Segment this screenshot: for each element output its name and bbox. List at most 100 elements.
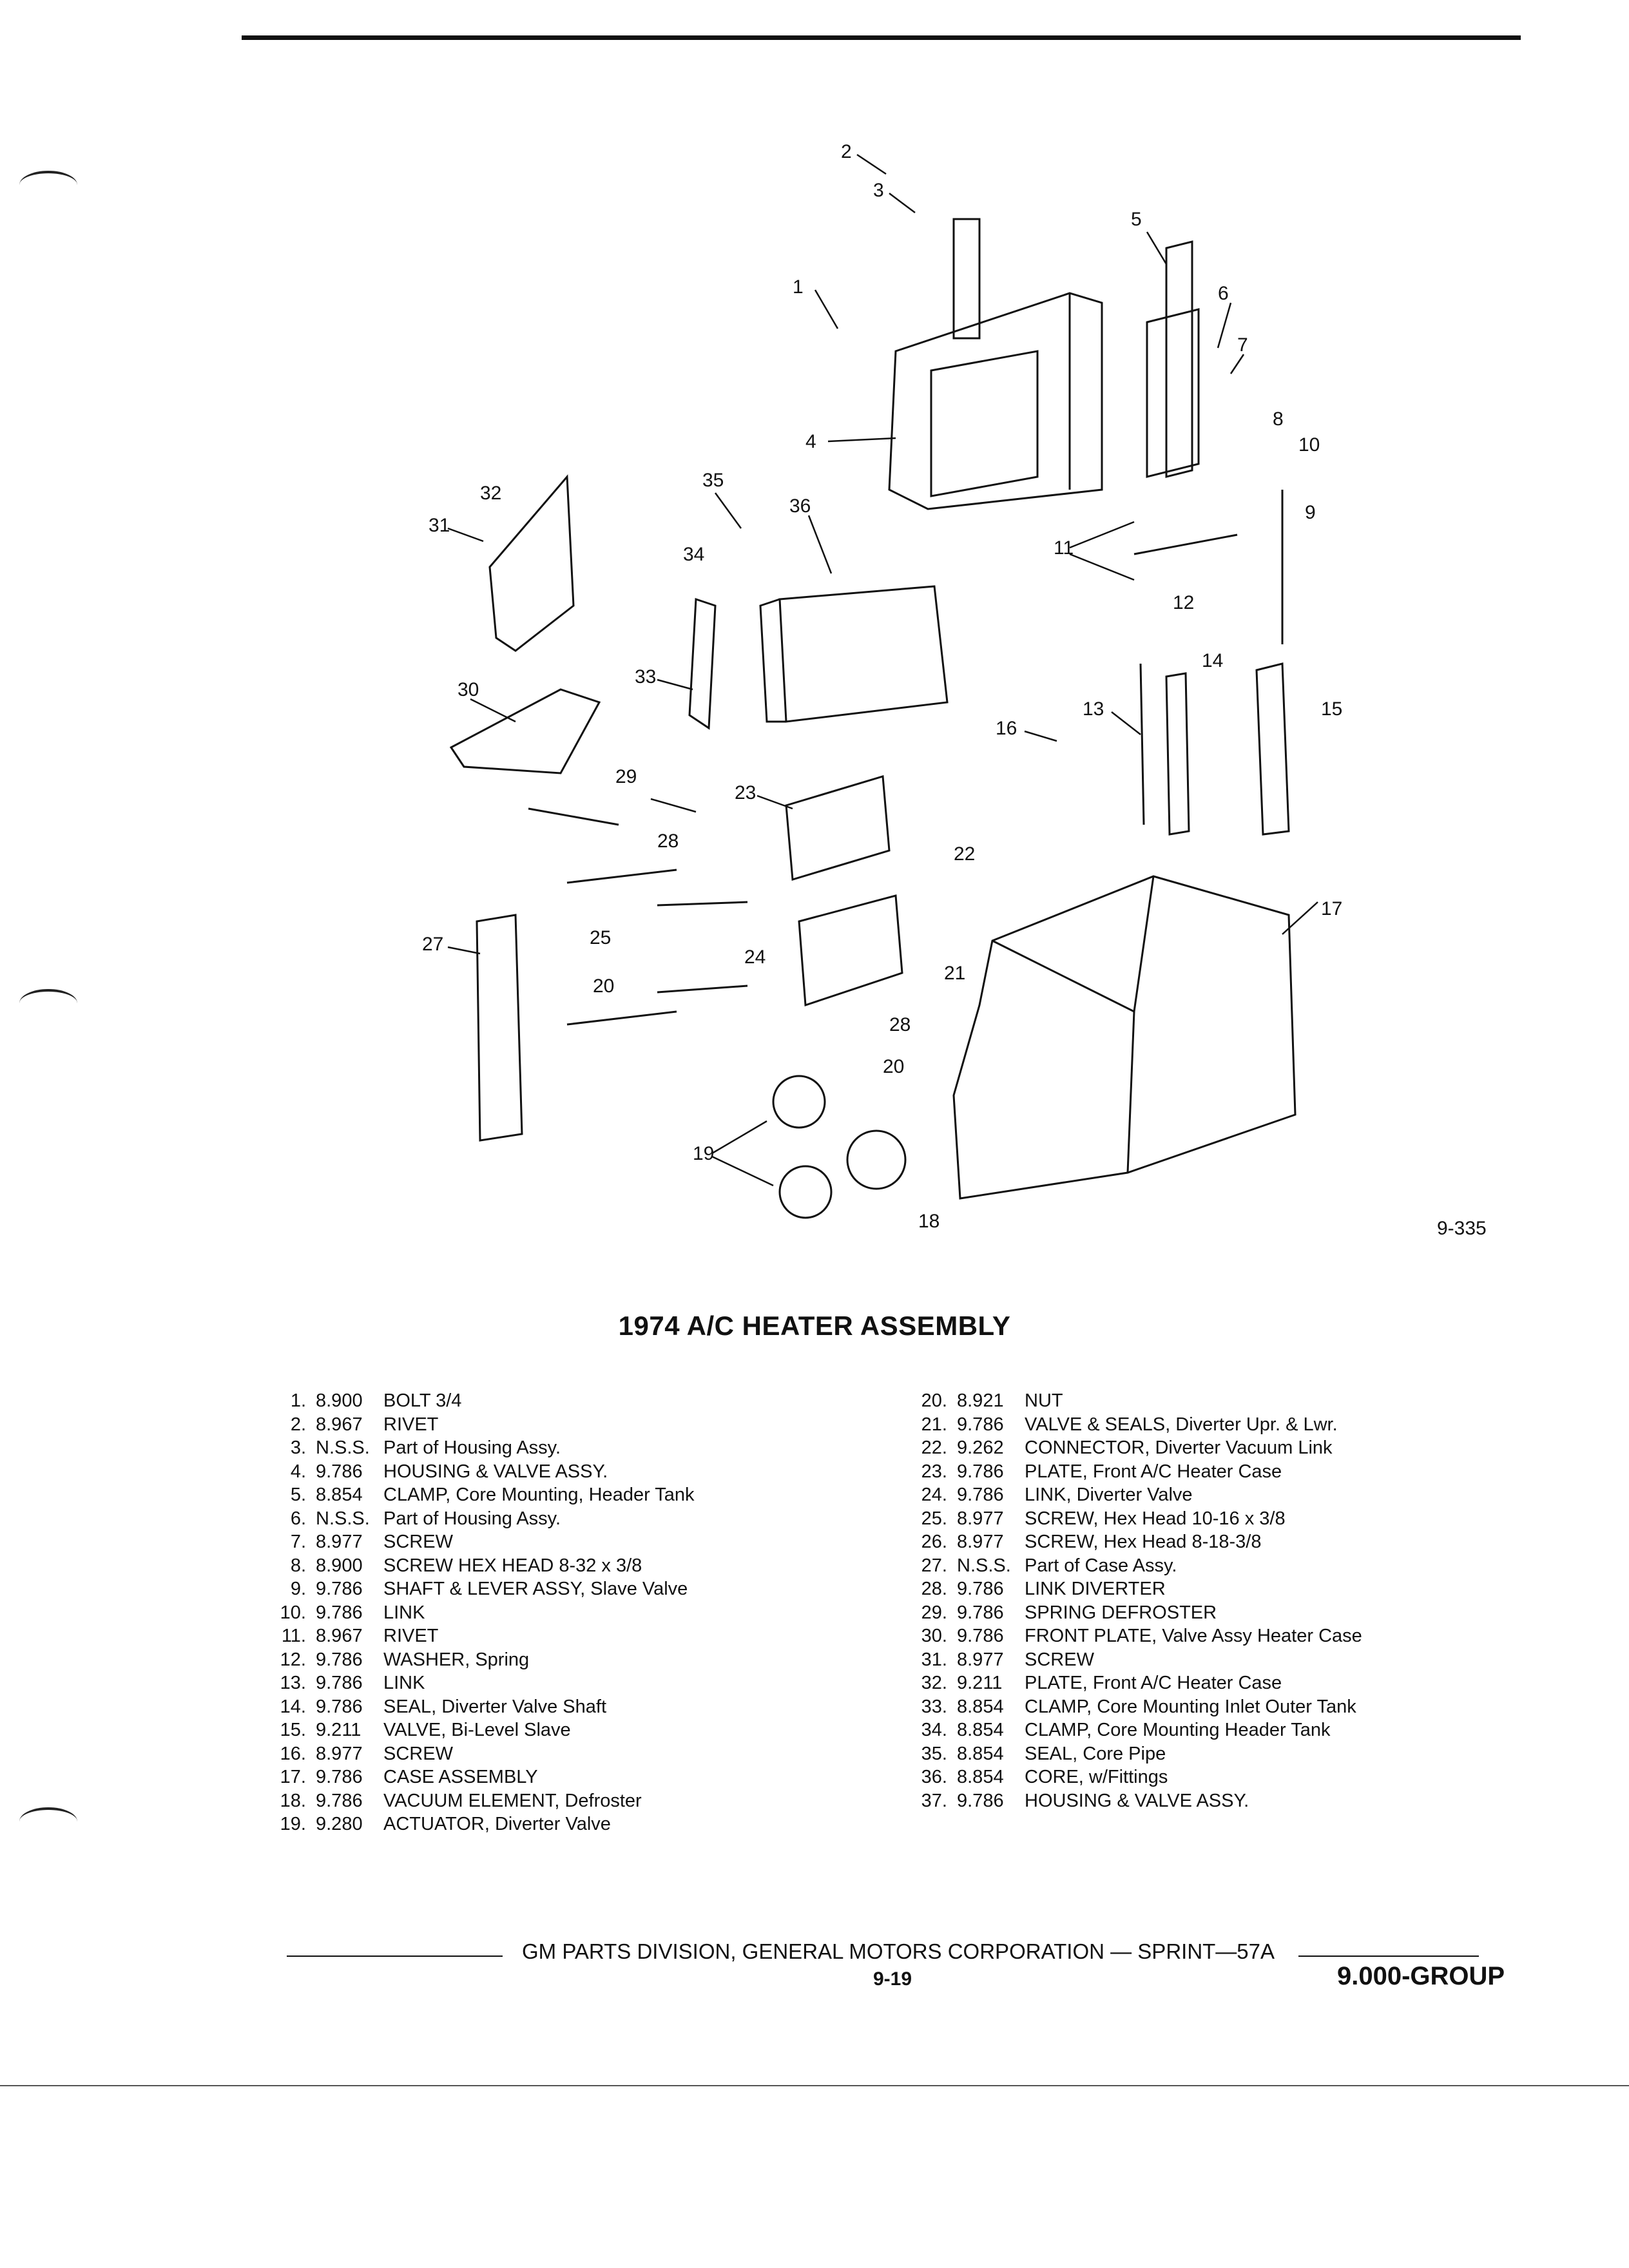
clamp-wire-drawing	[688, 597, 717, 730]
list-item: 27.N.S.S.Part of Case Assy.	[921, 1555, 1177, 1576]
clamp-drawing	[1146, 240, 1200, 478]
callout: 1	[793, 276, 804, 298]
exploded-parts-diagram	[449, 218, 1296, 1219]
callout: 12	[1173, 592, 1194, 613]
callout: 13	[1083, 698, 1104, 720]
footer-publisher: GM PARTS DIVISION, GENERAL MOTORS CORPOR…	[522, 1939, 1275, 1963]
page-number: 9-19	[873, 1968, 912, 1990]
link-drawing	[657, 901, 748, 907]
footer-rule	[1298, 1956, 1479, 1957]
seal-strip-drawing	[1165, 672, 1190, 836]
callout: 17	[1321, 898, 1342, 919]
callout: 14	[1202, 650, 1223, 671]
callout: 24	[744, 947, 766, 968]
vacuum-element-drawing	[846, 1129, 907, 1190]
spring-drawing	[528, 807, 619, 826]
group-label: 9.000-GROUP	[1337, 1962, 1505, 1990]
bottom-rule	[0, 2085, 1629, 2086]
front-plate-drawing	[449, 688, 601, 774]
actuator-drawing	[772, 1075, 826, 1129]
callout: 28	[657, 831, 679, 852]
callout: 25	[590, 927, 611, 948]
frame-drawing	[476, 914, 523, 1142]
valve-drawing	[798, 894, 903, 1007]
callout: 3	[873, 180, 884, 201]
list-item: 6.N.S.S.Part of Housing Assy.	[290, 1508, 561, 1529]
callout: 20	[593, 975, 614, 997]
figure-number: 9-335	[1437, 1218, 1487, 1239]
callout-layer: 2 3 1 4 5 6 7 8 10 9 11 12 13 14 15 16 1…	[422, 141, 1342, 1232]
callout: 4	[805, 431, 816, 452]
housing-drawing	[888, 218, 1103, 510]
plate-23-drawing	[785, 775, 891, 881]
link-13-drawing	[1139, 663, 1145, 825]
callout: 20	[883, 1056, 904, 1077]
callout: 19	[693, 1143, 714, 1164]
top-rule	[242, 35, 1521, 40]
lever-drawing	[1133, 533, 1238, 555]
actuator-drawing	[778, 1165, 833, 1219]
link-drawing	[657, 985, 748, 994]
page-title: 1974 A/C HEATER ASSEMBLY	[618, 1311, 1011, 1341]
callout: 5	[1131, 209, 1142, 230]
core-drawing	[759, 585, 949, 723]
link-drawing	[566, 869, 677, 884]
slave-valve-drawing	[1255, 662, 1290, 836]
callout: 16	[996, 718, 1017, 739]
callout: 31	[429, 515, 450, 536]
callout: 23	[735, 782, 756, 803]
binder-hole-mark	[19, 1807, 77, 1836]
callout: 8	[1273, 408, 1284, 430]
callout: 32	[480, 483, 501, 504]
link-drawing	[566, 1010, 677, 1026]
callout: 9	[1305, 502, 1316, 523]
callout: 10	[1298, 434, 1320, 456]
binder-hole-mark	[19, 171, 77, 199]
list-item: 3.N.S.S.Part of Housing Assy.	[290, 1437, 561, 1458]
callout: 6	[1218, 283, 1229, 304]
plate-drawing	[488, 474, 575, 652]
callout: 21	[944, 963, 965, 984]
callout: 34	[683, 544, 704, 565]
callout: 35	[702, 470, 724, 491]
callout: 18	[918, 1211, 940, 1232]
callout: 7	[1237, 334, 1248, 356]
binder-hole-mark	[19, 989, 77, 1017]
callout: 27	[422, 934, 443, 955]
callout: 28	[889, 1014, 911, 1035]
callout: 22	[954, 843, 975, 865]
callout: 15	[1321, 698, 1342, 720]
